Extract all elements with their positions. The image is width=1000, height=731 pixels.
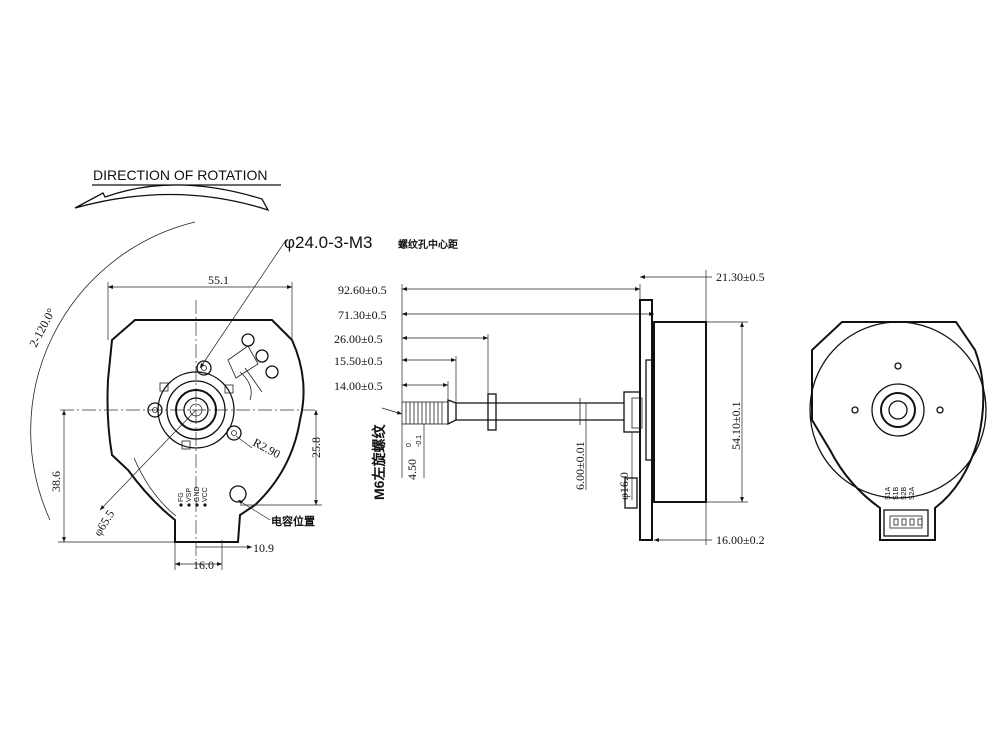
pin-fg: FG [178,492,185,502]
body-height: 54.10±0.1 [729,401,743,450]
rear-pin-s2a: S2A [909,486,916,500]
flange-bottom: 16.00±0.2 [716,533,765,547]
dim-offset-right: 10.9 [253,541,274,555]
thread-tol-lower: -0.1 [416,435,423,447]
hub-outer [157,371,235,449]
mount-lug-left [147,402,163,418]
rotation-title: DIRECTION OF ROTATION [93,167,267,183]
thread-label: M6左旋螺纹 [371,424,387,500]
rear-hub-bearing [880,392,916,428]
rear-connector [883,509,929,537]
dim-92-60: 92.60±0.5 [338,283,387,297]
rear-pin-s1a: S1A [885,486,892,500]
flange-top: 21.30±0.5 [716,270,765,284]
rear-view: S1A S1B S2B S2A [809,321,987,541]
dim-angle: 2-120.0° [26,306,58,350]
shaft-diameter: 6.00±0.01 [573,441,587,490]
mount-lug-right [226,425,242,441]
dim-15-50: 15.50±0.5 [334,354,383,368]
hub-bearing [175,389,217,431]
thread-tol-upper: 0 [406,443,413,447]
rear-body-circle [809,321,987,499]
dim-71-30: 71.30±0.5 [338,308,387,322]
dim-diameter: φ65.5 [91,507,118,538]
boss-diameter: φ16.0 [617,472,631,500]
rear-plate-outline [811,321,985,541]
pin-gnd: GND [194,486,201,502]
hole-spec-note: 螺纹孔中心距 [398,238,458,251]
dim-width: 55.1 [208,273,229,287]
mount-lug-top [196,360,212,376]
dim-26-00: 26.00±0.5 [334,332,383,346]
front-plate-outline [106,319,305,543]
shaft-collar [487,393,497,431]
hole-spec: φ24.0-3-M3 [284,233,373,252]
dim-offset-bottom: 16.0 [193,558,214,572]
dim-height-left: 38.6 [49,471,63,492]
thread-length: 4.50 [405,459,419,480]
hub-ring [166,380,226,440]
capacitor-label: 电容位置 [271,514,315,528]
pin-vsp: VSP [186,488,193,502]
front-view: 55.1 φ24.0-3-M3 螺纹孔中心距 [26,221,458,572]
pin-vcc: VCC [202,487,209,502]
rear-pin-s2b: S2B [901,486,908,500]
dim-radius: R2.90 [251,435,283,461]
thread-section [401,401,449,425]
rear-pin-s1b: S1B [893,486,900,500]
connector [624,477,638,509]
dim-14-00: 14.00±0.5 [334,379,383,393]
angle-arc [30,221,196,521]
hub-shaft [183,397,209,423]
rear-hub-shaft [888,400,908,420]
side-view: 92.60±0.5 71.30±0.5 26.00±0.5 15.50±0.5 … [334,270,765,547]
dim-height-right: 25.8 [309,437,323,458]
rear-hub-outer [871,383,925,437]
capacitor-hole [229,485,247,503]
rotation-arrow [74,184,270,212]
motor-body [653,321,707,503]
